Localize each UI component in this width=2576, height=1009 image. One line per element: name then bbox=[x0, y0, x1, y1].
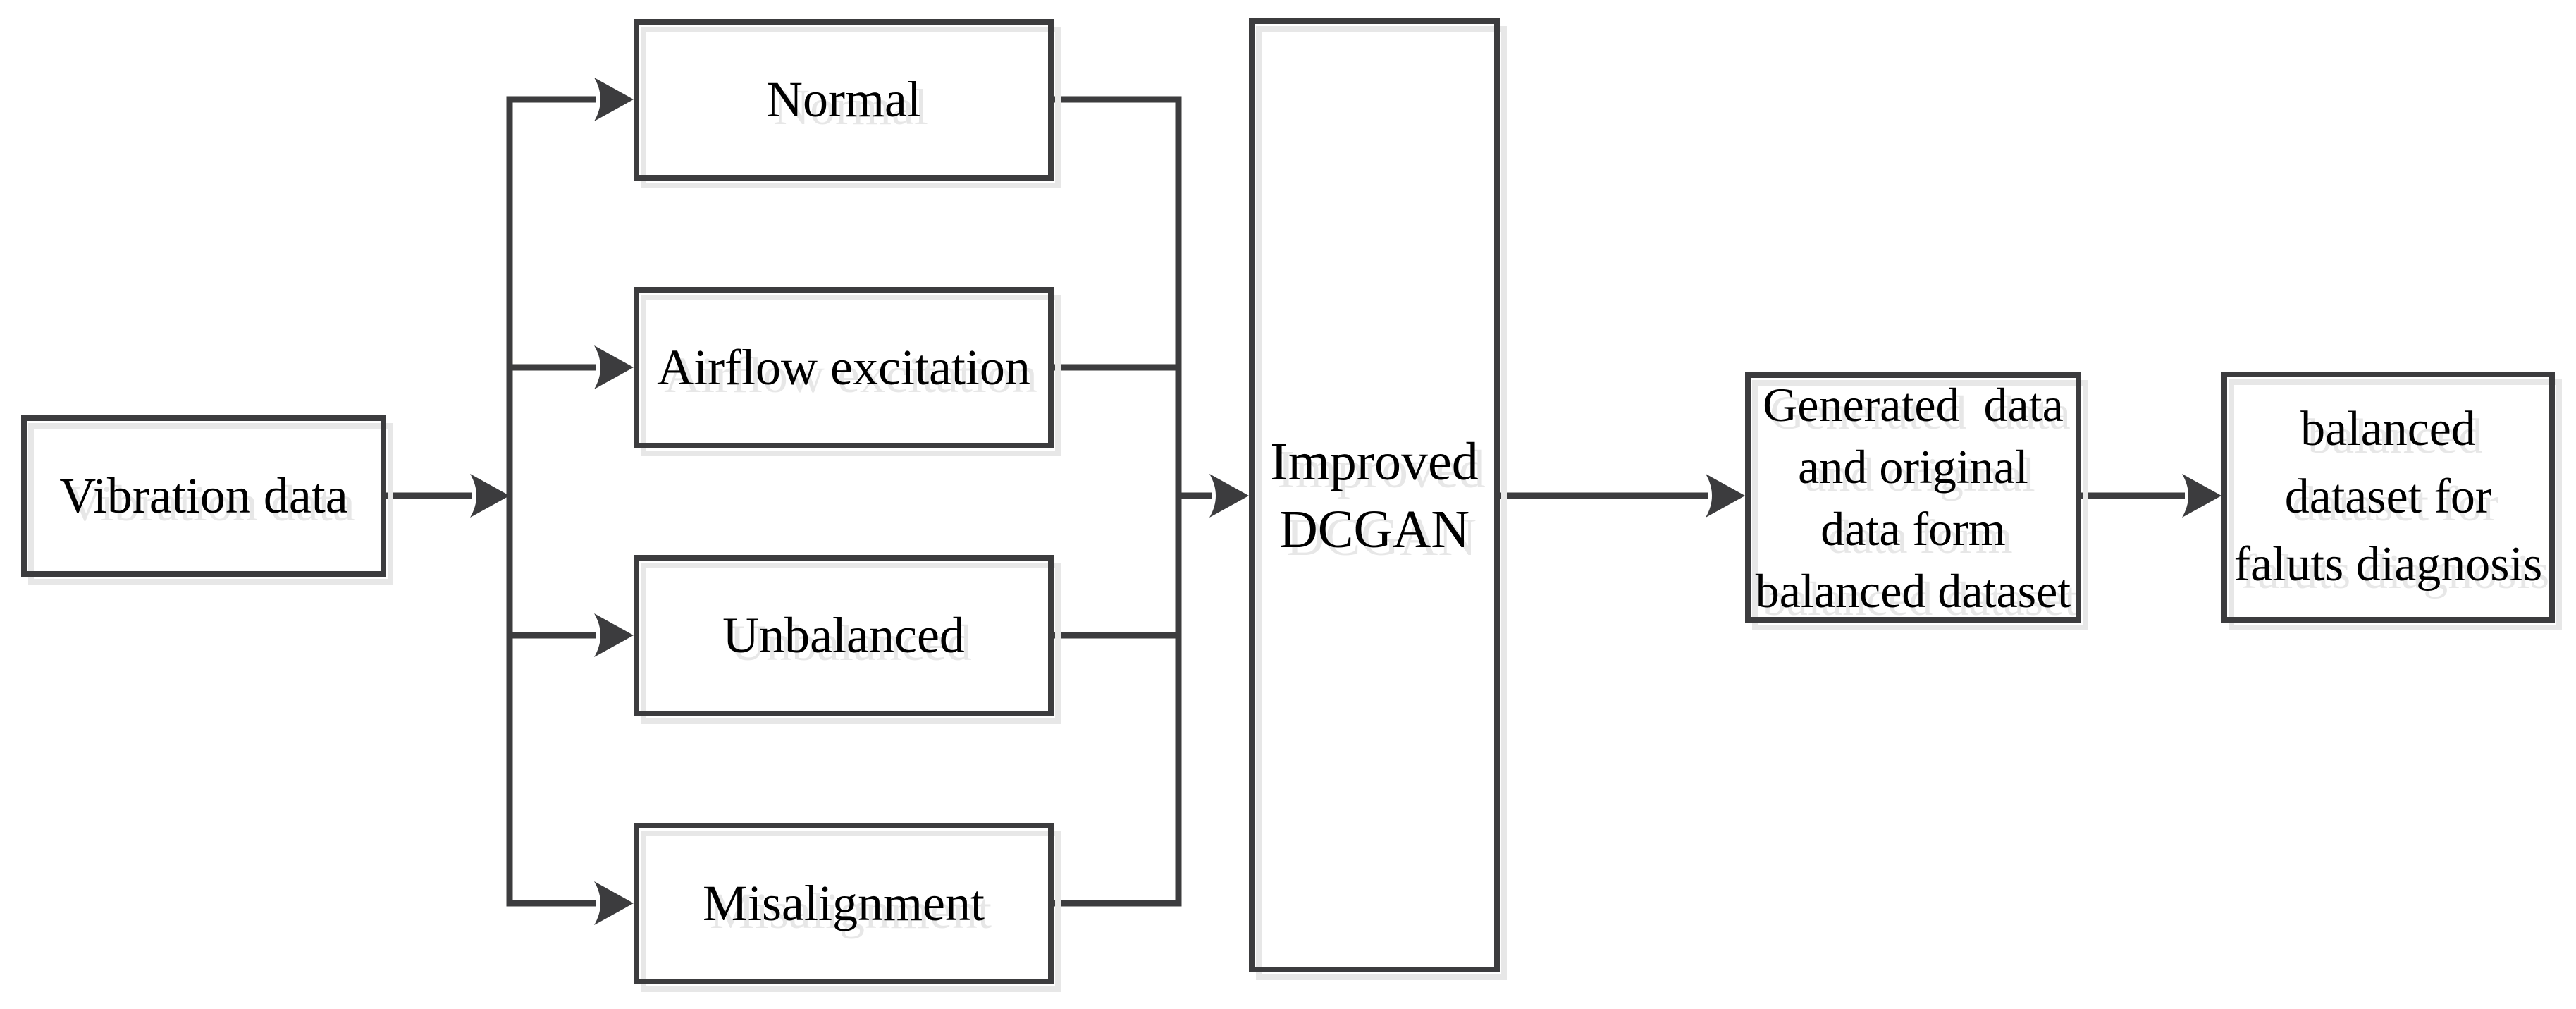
node-unbalanced: Unbalanced bbox=[634, 555, 1054, 716]
node-generated-data: Generated data and original data form ba… bbox=[1745, 372, 2081, 623]
node-unbalanced-label: Unbalanced bbox=[722, 607, 965, 664]
arrowhead-split bbox=[470, 474, 510, 518]
arrowhead-unbalanced bbox=[594, 613, 634, 657]
arrowhead-airflow bbox=[594, 345, 634, 389]
arrowhead-normal bbox=[594, 78, 634, 121]
arrowhead-dcgan bbox=[1209, 474, 1249, 518]
node-normal: Normal bbox=[634, 19, 1054, 181]
node-vibration-data-label: Vibration data bbox=[59, 467, 348, 524]
node-misalignment-label: Misalignment bbox=[703, 875, 985, 931]
arrowhead-balanced bbox=[2182, 474, 2221, 518]
arrowhead-misalignment bbox=[594, 881, 634, 925]
node-balanced-dataset: balanced dataset for faluts diagnosis bbox=[2221, 372, 2555, 623]
node-airflow-excitation: Airflow excitation bbox=[634, 287, 1054, 448]
node-misalignment: Misalignment bbox=[634, 823, 1054, 984]
node-balanced-dataset-label: balanced dataset for faluts diagnosis bbox=[2233, 402, 2543, 592]
node-generated-data-label: Generated data and original data form ba… bbox=[1755, 377, 2071, 618]
node-airflow-excitation-label: Airflow excitation bbox=[657, 339, 1030, 396]
node-vibration-data: Vibration data bbox=[21, 415, 386, 577]
node-improved-dcgan-label: Improved DCGAN bbox=[1270, 432, 1479, 559]
arrowhead-generated bbox=[1706, 474, 1745, 518]
node-improved-dcgan: Improved DCGAN bbox=[1249, 18, 1500, 972]
node-normal-label: Normal bbox=[766, 71, 921, 128]
